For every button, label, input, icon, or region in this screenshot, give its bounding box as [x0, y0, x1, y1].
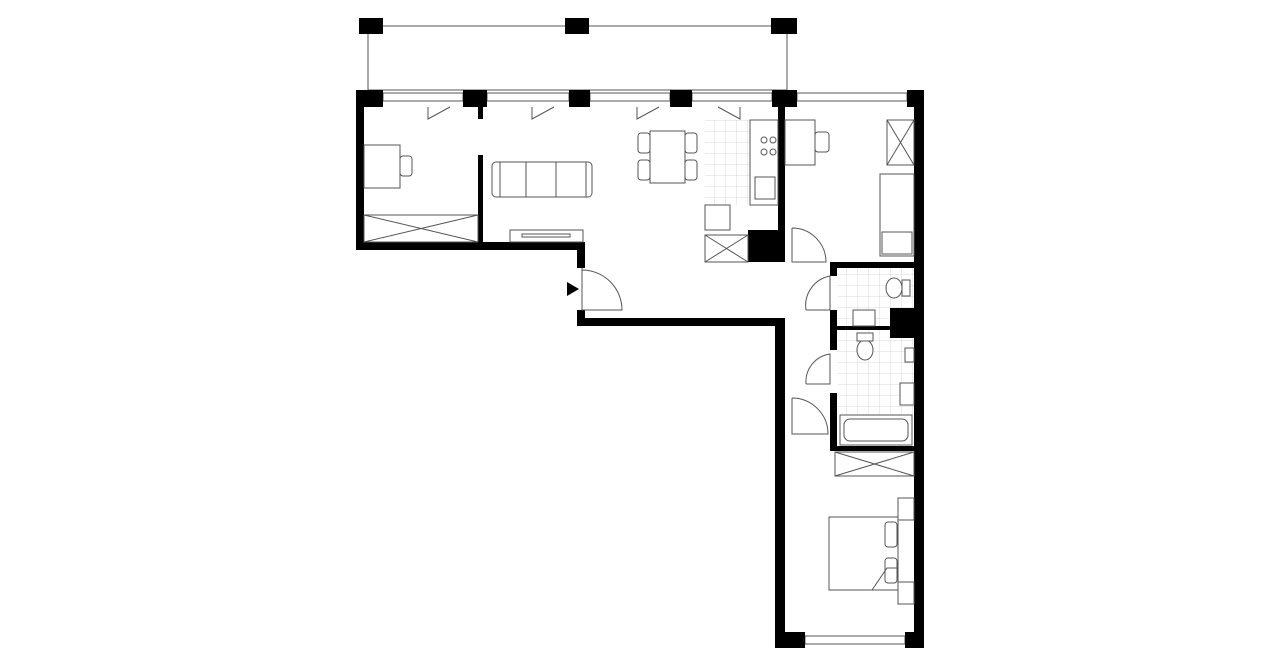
- kitchen-tiles: [705, 120, 750, 205]
- desk: [784, 119, 816, 166]
- desk: [363, 144, 401, 189]
- bedroom-2: [828, 451, 915, 605]
- doors: [427, 106, 831, 435]
- dining-table: [649, 130, 686, 184]
- entrance-door[interactable]: [581, 268, 623, 311]
- entrance-arrow-icon: [567, 282, 579, 296]
- bedroom-2-door[interactable]: [791, 397, 829, 435]
- balcony: [359, 18, 797, 91]
- bedroom-1-door[interactable]: [791, 227, 827, 263]
- balcony-pillar: [359, 18, 383, 34]
- sink: [754, 176, 776, 200]
- toilet: [885, 277, 903, 299]
- balcony-pillar: [565, 18, 589, 34]
- bedroom-1: [784, 119, 915, 257]
- sofa: [491, 161, 593, 198]
- walls: [356, 90, 924, 648]
- kitchen: [704, 119, 779, 263]
- balcony-pillar: [771, 18, 797, 34]
- toilet: [856, 339, 874, 361]
- sink: [852, 309, 876, 327]
- washing-machine: [904, 347, 915, 363]
- chair: [399, 155, 413, 177]
- fridge: [704, 204, 731, 231]
- living-room: [491, 130, 698, 243]
- study-room: [363, 144, 479, 243]
- nightstand: [897, 497, 915, 521]
- bathroom-2-door[interactable]: [805, 353, 831, 385]
- bathroom-1-door[interactable]: [805, 275, 831, 311]
- nightstand: [897, 581, 915, 605]
- sink: [899, 382, 915, 406]
- bathrooms: [839, 277, 915, 446]
